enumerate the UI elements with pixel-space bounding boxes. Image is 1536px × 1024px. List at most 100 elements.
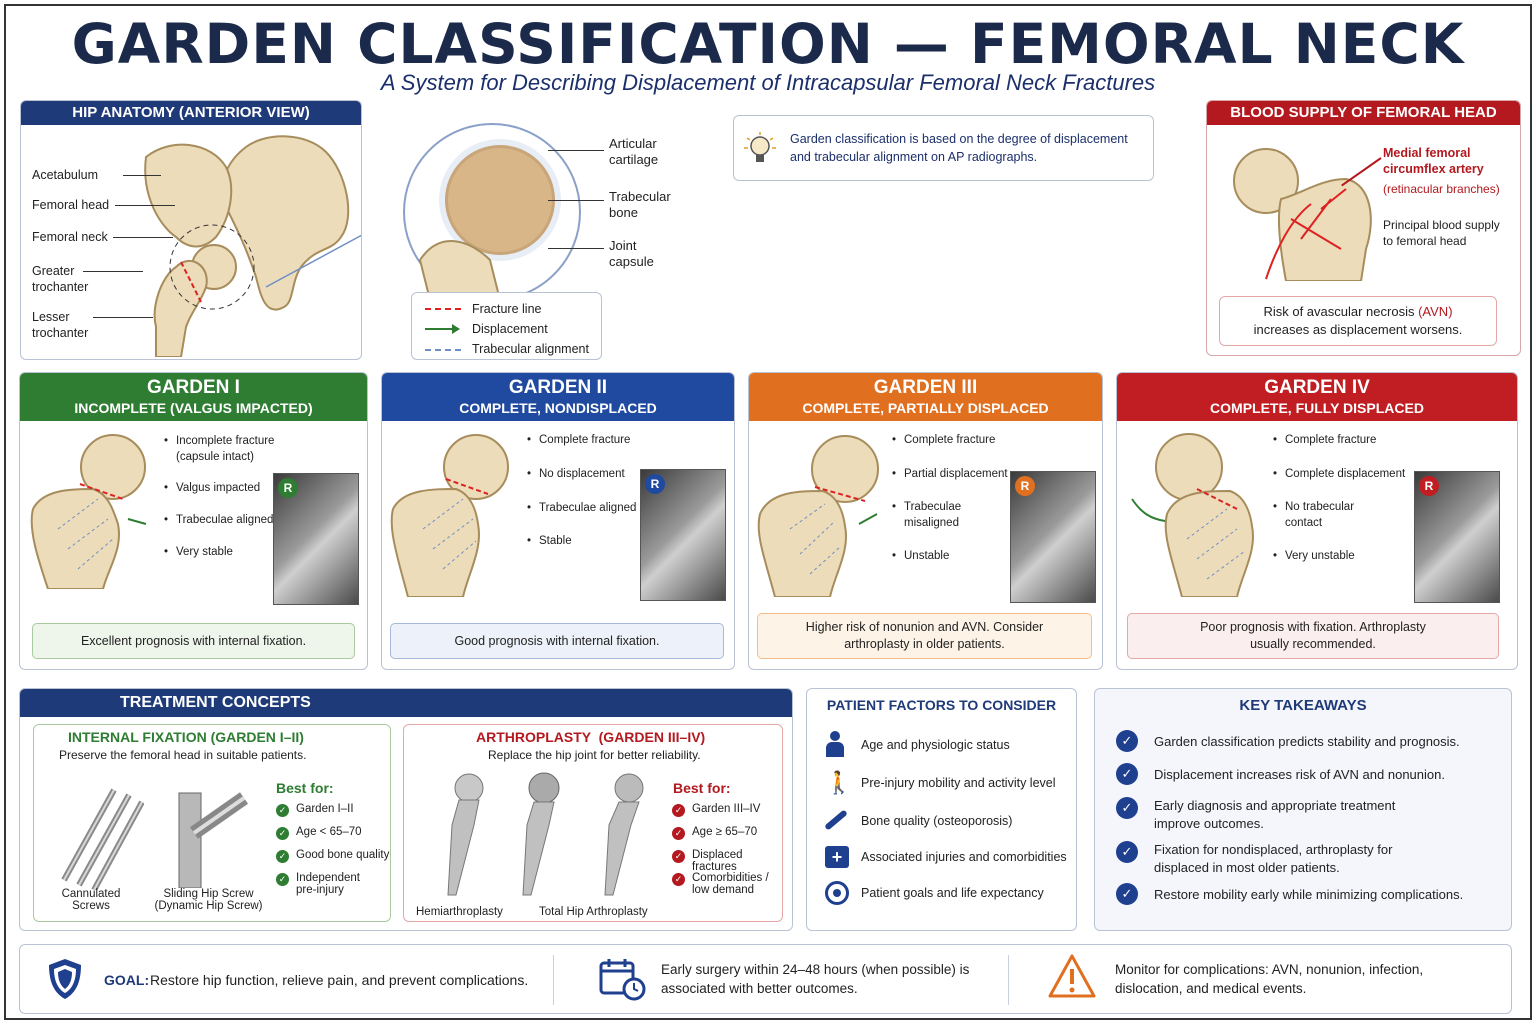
garden-2-xray-badge: R — [645, 474, 665, 494]
walking-icon: 🚶 — [825, 770, 853, 795]
treatment-header: TREATMENT CONCEPTS — [20, 689, 792, 717]
takeaway-4: Fixation for nondisplaced, arthroplasty … — [1154, 842, 1393, 875]
key-takeaways-panel: KEY TAKEAWAYS ✓ Garden classification pr… — [1094, 688, 1512, 931]
fixation-desc: Preserve the femoral head in suitable pa… — [59, 748, 307, 762]
check-circle-icon: ✓ — [1116, 883, 1138, 905]
garden-1-title: GARDEN I — [147, 377, 240, 398]
sliding-hip-screw-label: Sliding Hip Screw (Dynamic Hip Screw) — [154, 888, 263, 912]
garden-3-xray: R — [1010, 471, 1096, 603]
fixation-best-for: Best for: — [276, 780, 334, 796]
sliding-hip-screw-illustration — [178, 792, 249, 888]
garden-4-bullet-2: Complete displacement — [1273, 466, 1405, 482]
fixation-title: INTERNAL FIXATION (GARDEN I–II) — [68, 729, 304, 745]
patient-factor-1: Age and physiologic status — [861, 738, 1010, 752]
check-icon: ✓ — [672, 850, 685, 863]
label-femoral-head: Femoral head — [32, 198, 110, 212]
early-surgery-text: Early surgery within 24–48 hours (when p… — [661, 962, 970, 996]
hemiarthroplasty-label: Hemiarthroplasty — [416, 906, 503, 918]
garden-1-panel: GARDEN I INCOMPLETE (VALGUS IMPACTED) Inc… — [19, 372, 368, 670]
garden-1-bullet-3: Trabeculae aligned — [164, 512, 273, 528]
garden-2-header: GARDEN II COMPLETE, NONDISPLACED — [382, 373, 734, 421]
garden-4-title: GARDEN IV — [1264, 377, 1370, 398]
garden-4-xray: R — [1414, 471, 1500, 603]
cannulated-screws-illustration — [61, 788, 144, 890]
garden-4-header: GARDEN IV COMPLETE, FULLY DISPLACED — [1117, 373, 1517, 421]
garden-3-bullet-4: Unstable — [892, 548, 949, 564]
label-femoral-neck: Femoral neck — [32, 230, 108, 244]
total-hip-illustration — [604, 773, 644, 896]
garden-3-bullet-1: Complete fracture — [892, 432, 995, 448]
garden-2-title: GARDEN II — [508, 377, 608, 398]
pelvis-illustration — [144, 135, 361, 357]
patient-factor-4: Associated injuries and comorbidities — [861, 850, 1067, 864]
garden-2-bullet-3: Trabeculae aligned — [527, 500, 636, 516]
garden-2-subtitle: COMPLETE, NONDISPLACED — [459, 400, 657, 416]
label-acetabulum: Acetabulum — [32, 168, 99, 182]
label-trabecular-bone: Trabecular bone — [609, 189, 671, 220]
cannulated-screws-label: Cannulated Screws — [61, 888, 121, 912]
garden-4-bullet-1: Complete fracture — [1273, 432, 1376, 448]
garden-1-femur-illustration — [30, 434, 147, 589]
label-lesser-trochanter: Lesser trochanter — [32, 310, 89, 340]
garden-2-bullet-1: Complete fracture — [527, 432, 630, 448]
legend-box: Fracture line Displacement Trabecular al… — [411, 292, 602, 360]
principal-supply-label: Principal blood supply to femoral head — [1383, 218, 1500, 248]
page-subtitle: A System for Describing Displacement of … — [380, 70, 1156, 95]
bone-icon — [824, 809, 848, 831]
fixation-item-3: Good bone quality — [296, 849, 390, 861]
garden-3-xray-badge: R — [1015, 476, 1035, 496]
bipolar-prosthesis-illustration — [522, 772, 560, 896]
takeaway-2: Displacement increases risk of AVN and n… — [1154, 767, 1445, 782]
patient-factor-3: Bone quality (osteoporosis) — [861, 814, 1013, 828]
arthroplasty-item-2: Age ≥ 65–70 — [692, 826, 758, 838]
garden-4-subtitle: COMPLETE, FULLY DISPLACED — [1210, 400, 1424, 416]
person-icon — [825, 731, 845, 757]
garden-1-bullet-1: Incomplete fracture (capsule intact) — [164, 433, 286, 465]
arthroplasty-item-3: Displaced fractures — [692, 849, 743, 873]
goal-label: GOAL: — [104, 972, 150, 988]
check-icon: ✓ — [276, 804, 289, 817]
garden-1-subtitle: INCOMPLETE (VALGUS IMPACTED) — [74, 400, 313, 416]
check-circle-icon: ✓ — [1116, 763, 1138, 785]
garden-2-xray: R — [640, 469, 726, 601]
branches-label: (retinacular branches) — [1383, 182, 1500, 196]
garden-1-prognosis: Excellent prognosis with internal fixati… — [32, 623, 355, 659]
garden-3-title: GARDEN III — [873, 377, 978, 398]
fixation-item-4: Independent pre-injury — [296, 872, 360, 896]
page-frame — [4, 4, 1532, 1020]
patient-factors-panel: PATIENT FACTORS TO CONSIDER Age and phys… — [806, 688, 1077, 931]
garden-3-prognosis: Higher risk of nonunion and AVN. Conside… — [757, 613, 1092, 659]
label-articular-cartilage: Articular cartilage — [609, 136, 659, 167]
garden-3-subtitle: COMPLETE, PARTIALLY DISPLACED — [802, 400, 1049, 416]
check-icon: ✓ — [276, 850, 289, 863]
check-circle-icon: ✓ — [1116, 730, 1138, 752]
check-icon: ✓ — [276, 827, 289, 840]
fixation-item-2: Age < 65–70 — [296, 826, 362, 838]
garden-4-bullet-4: Very unstable — [1273, 548, 1355, 564]
hip-anatomy-header: HIP ANATOMY (ANTERIOR VIEW) — [21, 101, 361, 125]
garden-1-bullet-4: Very stable — [164, 544, 233, 560]
calendar-clock-icon — [599, 959, 646, 1001]
medical-cross-icon: + — [825, 846, 849, 868]
blood-supply-header: BLOOD SUPPLY OF FEMORAL HEAD — [1207, 101, 1520, 125]
arthroplasty-desc: Replace the hip joint for better reliabi… — [488, 748, 701, 762]
patient-factor-5: Patient goals and life expectancy — [861, 886, 1044, 900]
garden-2-bullet-2: No displacement — [527, 466, 625, 482]
treatment-panel: TREATMENT CONCEPTS INTERNAL FIXATION (GA… — [19, 688, 793, 931]
arthroplasty-item-1: Garden III–IV — [692, 803, 761, 815]
arthroplasty-item-4: Comorbidities / low demand — [692, 872, 769, 896]
avn-risk-box: Risk of avascular necrosis (AVN) increas… — [1219, 296, 1497, 346]
tip-box: Garden classification is based on the de… — [733, 115, 1154, 181]
garden-3-bullet-2: Partial displacement — [892, 466, 1008, 482]
garden-4-femur-illustration — [1131, 433, 1254, 597]
legend-displacement: Displacement — [472, 322, 548, 336]
key-takeaways-header: KEY TAKEAWAYS — [1239, 697, 1367, 714]
arthroplasty-best-for: Best for: — [673, 780, 731, 796]
check-icon: ✓ — [276, 873, 289, 886]
check-icon: ✓ — [672, 804, 685, 817]
femoral-head-blood-illustration — [1233, 148, 1372, 281]
legend-fracture-line: Fracture line — [472, 302, 542, 316]
avn-risk-pre: Risk of avascular necrosis — [1263, 304, 1419, 319]
garden-4-panel: GARDEN IV COMPLETE, FULLY DISPLACED Compl… — [1116, 372, 1518, 670]
